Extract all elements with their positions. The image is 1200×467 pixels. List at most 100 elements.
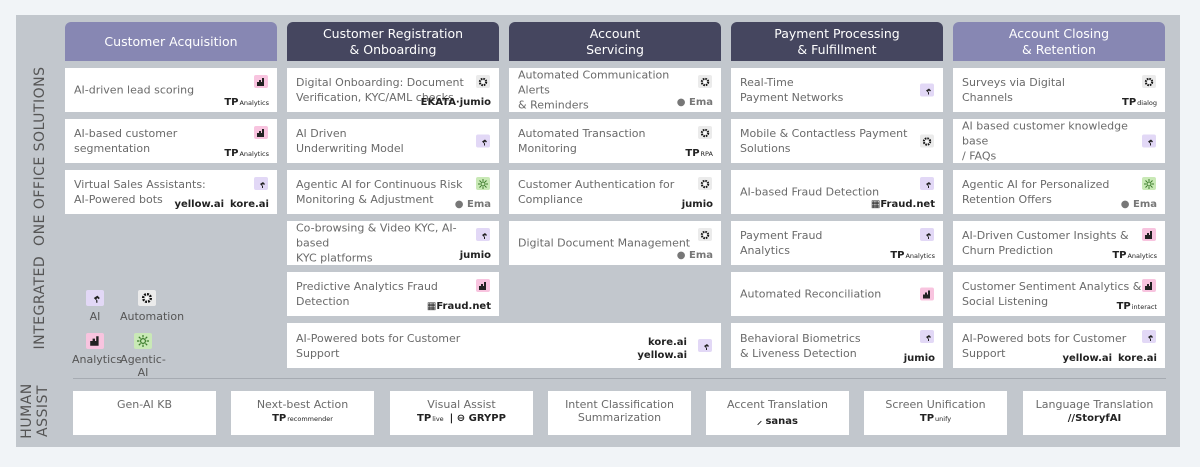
- section-divider: [73, 378, 1166, 379]
- solution-card[interactable]: Mobile & Contactless Payment Solutions: [731, 119, 943, 163]
- logo-sub: recommender: [287, 415, 333, 423]
- vendor-logos: ● Ema: [677, 97, 713, 108]
- solution-card[interactable]: Customer Sentiment Analytics & Social Li…: [953, 272, 1165, 316]
- card-title: Predictive Analytics Fraud Detection: [296, 280, 438, 308]
- analytics-chart-icon: [254, 75, 268, 88]
- ai-icon: [920, 177, 934, 190]
- solution-card[interactable]: AI-based Fraud Detection▦Fraud.net: [731, 170, 943, 214]
- vendor-logo: TPAnalytics: [224, 148, 269, 159]
- logo-main: TP: [224, 97, 239, 108]
- vendor-logos: ● Ema: [677, 250, 713, 261]
- logo-main: TP: [272, 413, 287, 424]
- vendor-logo: kore.ai: [1118, 353, 1157, 364]
- card-title: Co-browsing & Video KYC, AI-based KYC pl…: [296, 221, 457, 265]
- solution-card[interactable]: Automated Reconciliation: [731, 272, 943, 316]
- vendor-logos: TPdialog: [1122, 97, 1157, 108]
- automation-gear-icon: [698, 177, 712, 190]
- human-assist-card[interactable]: Accent Translation⸝ sanas: [706, 391, 849, 435]
- card-title: Digital Onboarding: Document Verificatio…: [296, 76, 464, 104]
- logo-main: yellow.ai: [637, 350, 687, 361]
- logo-main: EKATA·jumio: [420, 97, 491, 108]
- solution-card[interactable]: Virtual Sales Assistants: AI-Powered bot…: [65, 170, 277, 214]
- solution-card[interactable]: Behavioral Biometrics & Liveness Detecti…: [731, 323, 943, 368]
- solution-card[interactable]: AI Driven Underwriting Model: [287, 119, 499, 163]
- vendor-logo: kore.ai: [648, 337, 687, 348]
- vendor-logos: ● Ema: [1121, 199, 1157, 210]
- logo-main: //StoryfAI: [1067, 413, 1122, 424]
- vendor-logos: jumio: [682, 199, 713, 210]
- ai-icon: [254, 177, 268, 190]
- card-title: Payment Fraud Analytics: [740, 229, 823, 257]
- card-title: AI-Powered bots for Customer Support: [962, 331, 1127, 360]
- logo-main: | ⊖ GRYPP: [449, 413, 506, 424]
- card-title: AI-based Fraud Detection: [740, 185, 880, 199]
- solution-card[interactable]: AI-Driven Customer Insights & Churn Pred…: [953, 221, 1165, 265]
- ai-icon: [1142, 134, 1156, 148]
- vendor-logo: TPlive: [417, 413, 444, 424]
- vendor-logo: TPinteract: [1117, 301, 1157, 312]
- solution-card[interactable]: Co-browsing & Video KYC, AI-based KYC pl…: [287, 221, 499, 265]
- automation-gear-icon: [138, 290, 156, 306]
- vendor-logo: //StoryfAI: [1068, 413, 1121, 424]
- logo-sub: Analytics: [905, 252, 935, 260]
- ai-icon: [1142, 330, 1156, 343]
- vendor-logo: jumio: [682, 199, 713, 210]
- solution-card[interactable]: Agentic AI for Continuous Risk Monitorin…: [287, 170, 499, 214]
- ai-icon: [920, 330, 934, 343]
- vendor-logo: TPRPA: [685, 148, 713, 159]
- logo-main: TP: [890, 250, 905, 261]
- human-assist-card[interactable]: Intent Classification Summarization: [548, 391, 691, 435]
- human-assist-title: Language Translation: [1035, 398, 1154, 411]
- vendor-logos: TPrecommender: [231, 413, 374, 424]
- card-title: Automated Reconciliation: [740, 287, 882, 301]
- logo-main: TP: [417, 413, 432, 424]
- vendor-logos: ● Ema: [455, 199, 491, 210]
- vendor-logo: TPAnalytics: [1112, 250, 1157, 261]
- logo-main: TP: [1116, 301, 1131, 312]
- column-header: Customer Acquisition: [65, 22, 277, 61]
- solution-card[interactable]: Customer Authentication for Compliance ju…: [509, 170, 721, 214]
- ai-icon: [86, 290, 104, 306]
- logo-main: kore.ai: [1118, 353, 1157, 364]
- human-assist-card[interactable]: Language Translation //StoryfAI: [1023, 391, 1166, 435]
- human-assist-card[interactable]: Gen-AI KB: [73, 391, 216, 435]
- automation-gear-icon: [1142, 75, 1156, 88]
- analytics-chart-icon: [1142, 228, 1156, 241]
- solution-card[interactable]: Automated Communication Alerts & Reminde…: [509, 68, 721, 112]
- ai-icon: [698, 339, 712, 352]
- logo-main: ▦Fraud.net: [426, 301, 491, 312]
- solution-card[interactable]: Agentic AI for Personalized Retention Of…: [953, 170, 1165, 214]
- logo-main: ● Ema: [676, 97, 713, 108]
- card-title: Behavioral Biometrics & Liveness Detecti…: [740, 331, 861, 360]
- solution-card[interactable]: Digital Document Management● Ema: [509, 221, 721, 265]
- solution-card[interactable]: Predictive Analytics Fraud Detection▦Fra…: [287, 272, 499, 316]
- solution-card[interactable]: Digital Onboarding: Document Verificatio…: [287, 68, 499, 112]
- vendor-logos: TPAnalytics: [224, 148, 269, 159]
- vendor-logos: EKATA·jumio: [421, 97, 491, 108]
- vendor-logo: TPrecommender: [272, 413, 333, 424]
- vendor-logo: jumio: [460, 250, 491, 261]
- ai-icon: [920, 83, 934, 97]
- card-title: Customer Authentication for Compliance: [518, 178, 675, 206]
- side-label-integrated: INTEGRATED ONE OFFICE SOLUTIONS: [32, 66, 48, 350]
- vendor-logos: ⸝ sanas: [706, 413, 849, 427]
- logo-main: ▦Fraud.net: [870, 199, 935, 210]
- solution-card[interactable]: Real-Time Payment Networks: [731, 68, 943, 112]
- legend-label: AI: [89, 310, 101, 323]
- analytics-chart-icon: [1142, 279, 1156, 292]
- logo-sub: Analytics: [239, 150, 269, 158]
- card-title: Customer Sentiment Analytics & Social Li…: [962, 280, 1142, 308]
- solution-card[interactable]: AI based customer knowledge base / FAQs: [953, 119, 1165, 163]
- legend-item-automation: Automation: [120, 290, 184, 323]
- vendor-logos: kore.ai yellow.ai: [637, 337, 687, 361]
